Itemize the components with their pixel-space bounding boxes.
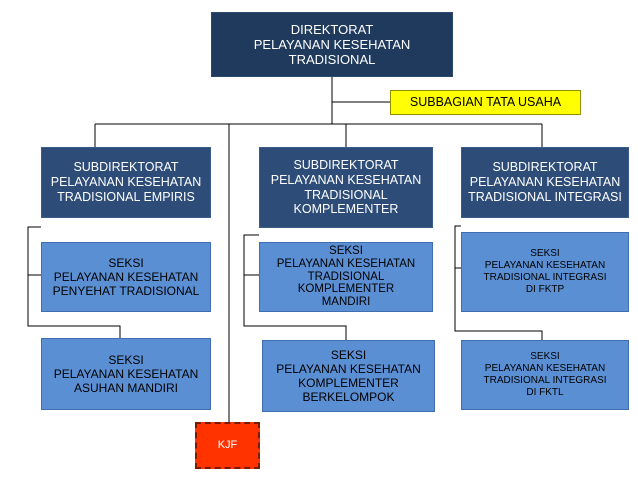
connector-empiris-seksi: [27, 226, 121, 338]
seksi-komplementer-mandiri-box: SEKSI PELAYANAN KESEHATAN TRADISIONAL KO…: [259, 242, 433, 312]
seksi-integrasi-fktl-box: SEKSI PELAYANAN KESEHATAN TRADISIONAL IN…: [461, 340, 629, 410]
subbagian-tata-usaha-box: SUBBAGIAN TATA USAHA: [390, 90, 581, 115]
connector-integrasi-seksi: [454, 225, 543, 340]
seksi-komplementer-berkelompok-box: SEKSI PELAYANAN KESEHATAN KOMPLEMENTER B…: [262, 340, 435, 412]
seksi-integrasi-fktp-box: SEKSI PELAYANAN KESEHATAN TRADISIONAL IN…: [461, 232, 629, 312]
connector-komplementer-seksi: [243, 234, 347, 340]
subdirektorat-integrasi-box: SUBDIREKTORAT PELAYANAN KESEHATAN TRADIS…: [461, 147, 629, 218]
kjf-box: KJF: [195, 422, 260, 469]
direktorat-box: DIREKTORAT PELAYANAN KESEHATAN TRADISION…: [211, 12, 453, 77]
subdirektorat-komplementer-box: SUBDIREKTORAT PELAYANAN KESEHATAN TRADIS…: [259, 147, 433, 228]
seksi-penyehat-tradisional-box: SEKSI PELAYANAN KESEHATAN PENYEHAT TRADI…: [41, 242, 211, 312]
subdirektorat-empiris-box: SUBDIREKTORAT PELAYANAN KESEHATAN TRADIS…: [41, 147, 211, 218]
seksi-asuhan-mandiri-box: SEKSI PELAYANAN KESEHATAN ASUHAN MANDIRI: [41, 338, 211, 410]
